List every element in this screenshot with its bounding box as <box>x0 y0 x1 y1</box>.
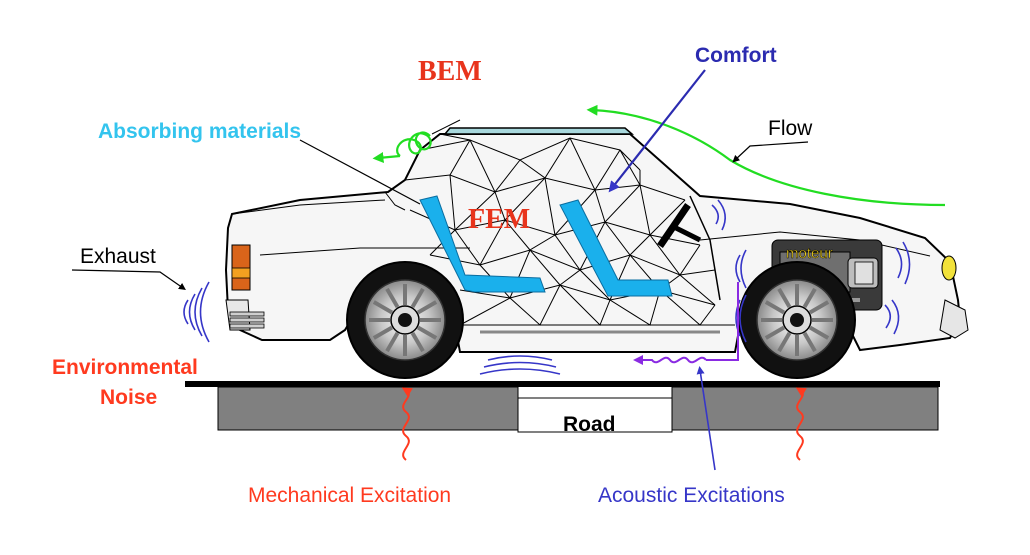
road-label: Road <box>563 413 616 436</box>
wheel-spoke <box>777 331 792 353</box>
road <box>185 381 940 433</box>
mechanical-excitation <box>401 387 807 461</box>
absorbing-panels <box>419 195 702 297</box>
wheel-spoke <box>372 300 394 315</box>
fem-mesh <box>404 119 716 326</box>
moteur-label: moteur <box>786 245 833 262</box>
wheel-spoke <box>410 331 425 353</box>
wheel-spoke <box>410 287 425 309</box>
wheel-spoke <box>764 325 786 340</box>
fem-label: FEM <box>468 204 530 235</box>
wheel-spoke <box>808 325 830 340</box>
wheel-spoke <box>416 325 438 340</box>
wheel-spoke <box>777 287 792 309</box>
exhaust-label: Exhaust <box>80 245 156 268</box>
wheel-spoke <box>764 300 786 315</box>
wheel-spoke <box>416 300 438 315</box>
flow-lines <box>372 104 946 207</box>
wheel-spoke <box>372 325 394 340</box>
rear-wheel <box>346 261 464 379</box>
environmental-noise-label-line2: Noise <box>100 386 157 409</box>
front-wheel <box>738 261 856 379</box>
wheel-spoke <box>802 331 817 353</box>
absorbing-materials-label: Absorbing materials <box>98 120 301 143</box>
leader-lines <box>71 69 809 471</box>
comfort-label: Comfort <box>695 44 777 67</box>
wheel-spoke <box>802 287 817 309</box>
wheel-spoke <box>385 331 400 353</box>
bem-label: BEM <box>418 56 482 87</box>
acoustic-excitations-label: Acoustic Excitations <box>598 484 785 507</box>
acoustic-path <box>633 282 739 365</box>
flow-label: Flow <box>768 117 813 140</box>
environmental-noise-label-line1: Environmental <box>52 356 198 379</box>
wheel-spoke <box>808 300 830 315</box>
mechanical-excitation-label: Mechanical Excitation <box>248 484 451 507</box>
wheel-spoke <box>385 287 400 309</box>
